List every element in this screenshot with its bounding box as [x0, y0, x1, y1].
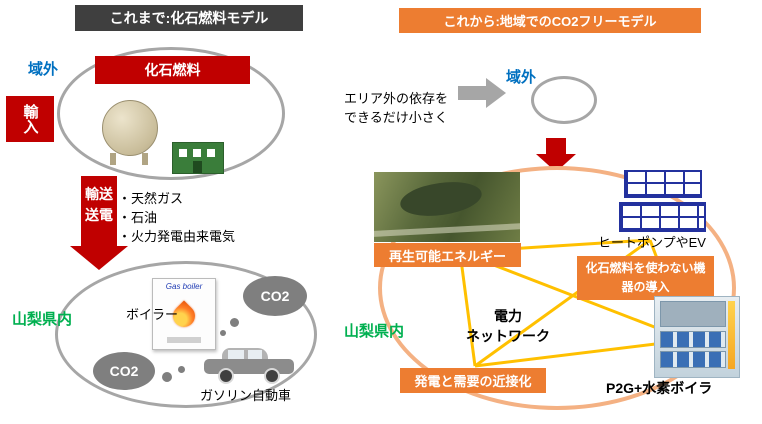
gasoline-car-label: ガソリン自動車: [200, 388, 292, 403]
heatpump-ev-label: ヒートポンプやEV: [598, 235, 706, 250]
co2-cloud: CO2: [93, 352, 155, 390]
proximity-label: 発電と需要の近接化: [400, 368, 546, 393]
right-outside-region-label: 域外: [506, 69, 537, 86]
co2-cloud: CO2: [243, 276, 307, 316]
gas-boiler-icon: Gas boiler: [152, 278, 216, 350]
gasoline-car-icon: [204, 346, 296, 384]
factory-building-icon: [172, 142, 224, 174]
boiler-brand-text: Gas boiler: [165, 282, 203, 291]
future-model-header: これから:地域でのCO2フリーモデル: [399, 8, 701, 33]
fossil-fuel-box: 化石燃料: [95, 56, 250, 84]
cloud-puff-icon: [162, 372, 172, 382]
transport-item: ・火力発電由来電気: [118, 228, 236, 244]
heat-pump-icon: [624, 170, 702, 198]
transport-item: ・天然ガス: [118, 191, 184, 206]
power-network-label: 電力 ネットワーク: [466, 308, 550, 345]
transport-down-arrow-icon: 輸送 送電: [70, 176, 128, 272]
right-outside-region-ellipse: [531, 76, 597, 124]
transport-label: 輸送 送電: [85, 186, 113, 223]
heat-pump-icon: [619, 202, 706, 232]
left-prefecture-label: 山梨県内: [12, 311, 73, 328]
renewable-energy-label: 再生可能エネルギー: [374, 243, 521, 267]
transport-items-list: ・天然ガス ・石油 ・火力発電由来電気: [118, 190, 235, 247]
left-outside-region-label: 域外: [28, 61, 59, 78]
cloud-puff-icon: [220, 330, 226, 336]
no-fossil-devices-label: 化石燃料を使わない機 器の導入: [577, 256, 714, 300]
boiler-label: ボイラー: [126, 307, 179, 322]
fuel-tank-icon: [98, 100, 160, 166]
reduce-dependency-note: エリア外の依存を できるだけ小さく: [344, 91, 449, 125]
p2g-label: P2G+水素ボイラ: [606, 380, 713, 396]
p2g-plant-photo: [654, 296, 740, 378]
cloud-puff-icon: [230, 318, 239, 327]
renewable-site-photo: [374, 172, 520, 242]
past-model-header: これまで:化石燃料モデル: [75, 5, 303, 31]
import-arrow-box: 輸入: [6, 96, 54, 142]
right-arrow-icon: [458, 78, 506, 108]
cloud-puff-icon: [178, 366, 185, 373]
right-prefecture-label: 山梨県内: [344, 323, 405, 340]
transport-item: ・石油: [118, 209, 158, 225]
